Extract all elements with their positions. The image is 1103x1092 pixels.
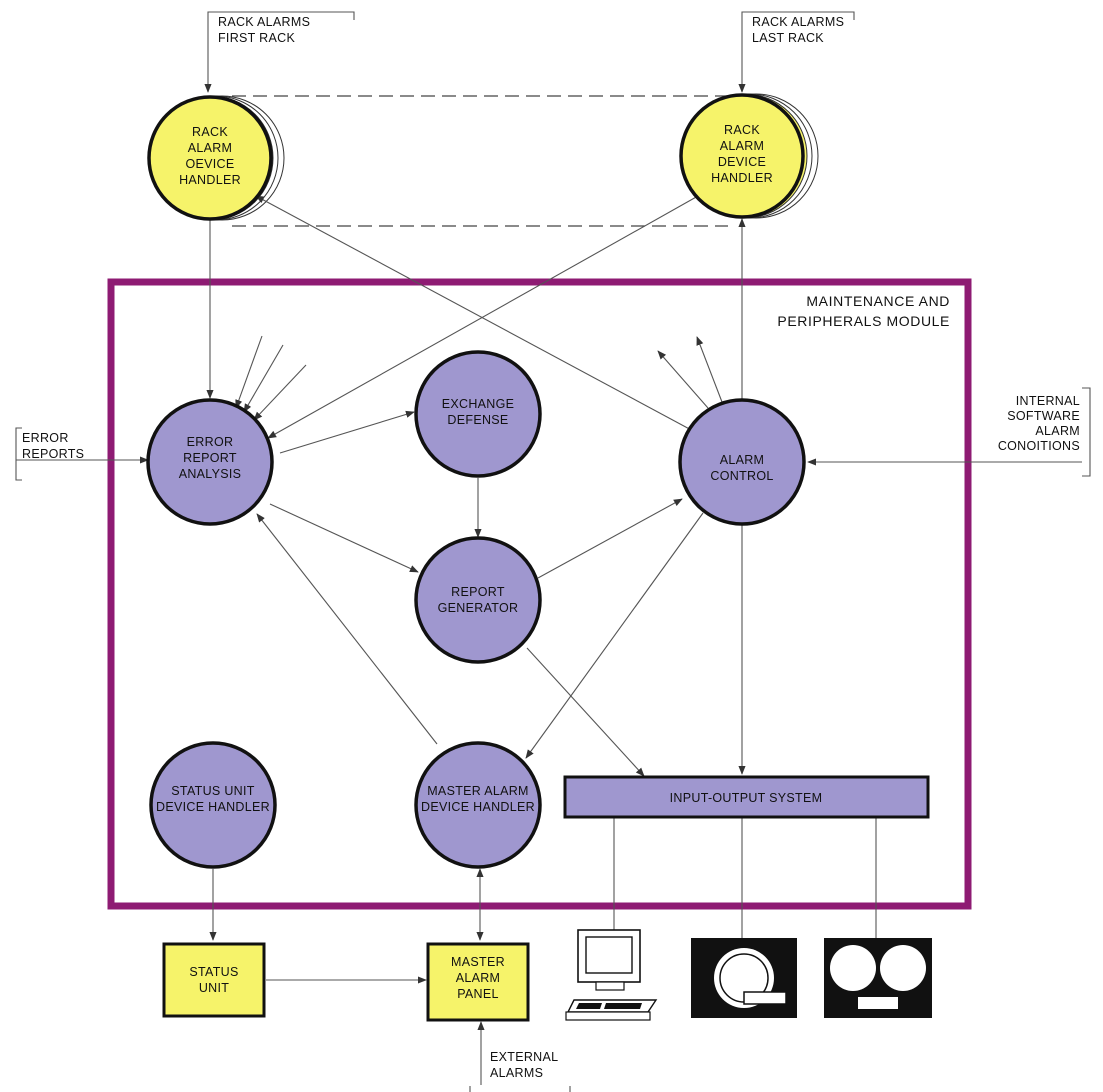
rack-last-node-label-4: HANDLER	[711, 171, 773, 185]
master-alarm-panel-label-1: MASTER	[451, 955, 505, 969]
exchange-defense-label-2: DEFENSE	[447, 413, 508, 427]
internal-software-input: INTERNAL SOFTWARE ALARM CONOITIONS	[998, 387, 1091, 477]
internal-software-label-1: INTERNAL	[1016, 394, 1080, 408]
module-border	[107, 278, 972, 910]
internal-software-label-3: ALARM	[1035, 424, 1080, 438]
exchange-defense-node: EXCHANGE DEFENSE	[414, 350, 542, 478]
internal-software-label-4: CONOITIONS	[998, 439, 1080, 453]
exchange-defense-label-1: EXCHANGE	[442, 397, 515, 411]
rack-alarms-first-input: RACK ALARMS FIRST RACK	[204, 11, 355, 93]
module-title-line2: PERIPHERALS MODULE	[777, 313, 950, 329]
report-generator-label-2: GENERATOR	[438, 601, 519, 615]
error-report-analysis-label-2: REPORT	[183, 451, 237, 465]
master-alarm-panel-box: MASTER ALARM PANEL	[426, 942, 530, 1022]
external-alarms-label-2: ALARMS	[490, 1066, 543, 1080]
rack-last-label-2: LAST RACK	[752, 31, 824, 45]
rack-last-label-1: RACK ALARMS	[752, 15, 844, 29]
report-generator-node: REPORT GENERATOR	[414, 536, 542, 664]
rack-alarms-last-input: RACK ALARMS LAST RACK	[738, 11, 855, 93]
tape-drive-icon	[824, 938, 932, 1018]
status-unit-box: STATUS UNIT	[162, 942, 266, 1018]
report-generator-label-1: REPORT	[451, 585, 505, 599]
disk-drive-icon	[691, 938, 797, 1018]
rack-first-label-2: FIRST RACK	[218, 31, 295, 45]
master-alarm-panel-label-2: ALARM	[456, 971, 501, 985]
rack-first-node-label-2: ALARM	[188, 141, 233, 155]
external-alarms-input: EXTERNAL ALARMS	[469, 1050, 571, 1092]
rack-alarm-handler-last: RACK ALARM DEVICE HANDLER	[679, 93, 805, 219]
internal-software-label-2: SOFTWARE	[1007, 409, 1080, 423]
status-unit-handler-label-1: STATUS UNIT	[171, 784, 254, 798]
input-output-system-label: INPUT-OUTPUT SYSTEM	[670, 791, 823, 805]
external-alarms-label-1: EXTERNAL	[490, 1050, 558, 1064]
master-alarm-handler-node: MASTER ALARM DEVICE HANDLER	[414, 741, 542, 869]
rack-last-node-label-3: DEVICE	[718, 155, 766, 169]
master-alarm-panel-label-3: PANEL	[457, 987, 499, 1001]
rack-last-node-label-2: ALARM	[720, 139, 765, 153]
master-alarm-handler-label-2: DEVICE HANDLER	[421, 800, 535, 814]
master-alarm-handler-label-1: MASTER ALARM	[427, 784, 529, 798]
rack-first-node-label-1: RACK	[192, 125, 228, 139]
connections	[16, 195, 1082, 1085]
status-unit-handler-label-2: DEVICE HANDLER	[156, 800, 270, 814]
rack-first-label-1: RACK ALARMS	[218, 15, 310, 29]
alarm-control-label-2: CONTROL	[710, 469, 773, 483]
rack-last-node-label-1: RACK	[724, 123, 760, 137]
rack-first-node-label-3: OEVICE	[185, 157, 234, 171]
error-reports-label-1: ERROR	[22, 431, 69, 445]
rack-first-node-label-4: HANDLER	[179, 173, 241, 187]
error-report-analysis-node: ERROR REPORT ANALYSIS	[146, 398, 274, 526]
error-reports-label-2: REPORTS	[22, 447, 84, 461]
alarm-control-label-1: ALARM	[720, 453, 765, 467]
input-output-system-box: INPUT-OUTPUT SYSTEM	[563, 775, 930, 819]
rack-alarm-handler-first: RACK ALARM OEVICE HANDLER	[147, 95, 273, 221]
error-report-analysis-label-3: ANALYSIS	[179, 467, 242, 481]
terminal-icon	[565, 929, 658, 1021]
status-unit-label-1: STATUS	[189, 965, 238, 979]
alarm-control-node: ALARM CONTROL	[678, 398, 806, 526]
error-report-analysis-label-1: ERROR	[187, 435, 234, 449]
status-unit-handler-node: STATUS UNIT DEVICE HANDLER	[149, 741, 277, 869]
module-title-line1: MAINTENANCE AND	[806, 293, 950, 309]
status-unit-label-2: UNIT	[199, 981, 229, 995]
error-reports-input: ERROR REPORTS	[15, 427, 84, 481]
